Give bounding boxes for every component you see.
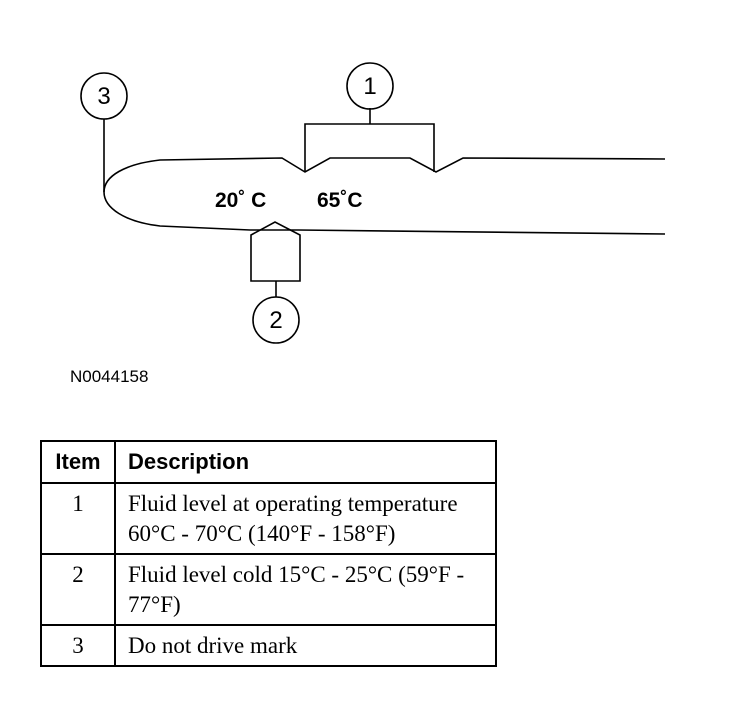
callout-2-marker [250, 221, 301, 282]
legend-item-description: Do not drive mark [114, 624, 497, 667]
temp-high-label: 65˚C [317, 189, 363, 212]
legend-item-description: Fluid level cold 15°C - 25°C (59°F - 77°… [114, 553, 497, 626]
legend-header-description: Description [114, 440, 497, 484]
callout-2-number: 2 [269, 307, 282, 334]
callout-3-circle [80, 72, 128, 120]
table-row: 1 Fluid level at operating temperature 6… [40, 482, 497, 555]
callout-1-circle [346, 62, 394, 110]
legend-item-number: 2 [40, 553, 116, 626]
callout-1-number: 1 [363, 73, 376, 100]
dipstick-outline-top [103, 157, 666, 235]
dipstick-diagram: 1 2 3 20˚ C 65˚C N0044158 [70, 62, 666, 386]
legend-item-number: 3 [40, 624, 116, 667]
callout-1-bracket [304, 123, 435, 172]
callout-3-number: 3 [97, 83, 110, 110]
legend-table: Item Description 1 Fluid level at operat… [40, 440, 497, 667]
legend-header-item: Item [40, 440, 116, 484]
legend-item-number: 1 [40, 482, 116, 555]
legend-header-row: Item Description [40, 440, 497, 484]
temp-low-label: 20˚ C [215, 189, 266, 212]
figure-id: N0044158 [70, 367, 148, 386]
callout-2-circle [252, 296, 300, 344]
table-row: 2 Fluid level cold 15°C - 25°C (59°F - 7… [40, 553, 497, 626]
legend-item-description: Fluid level at operating temperature 60°… [114, 482, 497, 555]
table-row: 3 Do not drive mark [40, 624, 497, 667]
